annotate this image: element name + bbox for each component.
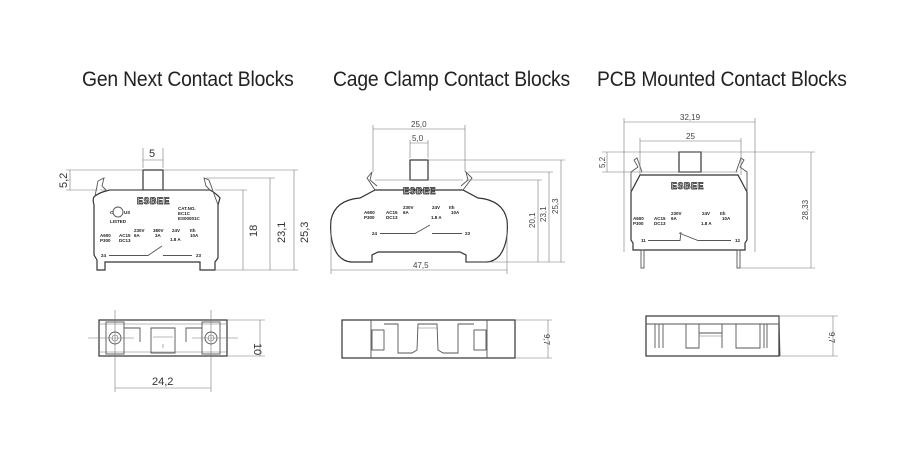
label-dc: DC13 <box>386 215 398 220</box>
label-v4: Ith <box>449 205 455 210</box>
dim-depth: 9,7 <box>827 332 836 344</box>
label-term-right: 23 <box>196 253 202 258</box>
label-rating-p: P300 <box>100 238 111 243</box>
nc-contact-symbol <box>380 224 462 234</box>
ul-us: US <box>124 210 130 215</box>
label-a3: 1.8 A <box>170 237 181 242</box>
gen-next-actuator <box>142 169 164 191</box>
gen-next-front-view: ESBEE C US LISTED CAT.NO. EC1C ES00001C … <box>58 148 311 271</box>
dim-h1: 20,1 <box>528 212 537 228</box>
label-a1: 6A <box>671 216 678 221</box>
title-gen-next: Gen Next Contact Blocks <box>82 68 294 91</box>
label-v3: 24V <box>702 211 710 216</box>
model-no: EC1C <box>178 211 191 216</box>
pcb-pin <box>736 249 741 269</box>
pcb-mounted-bottom-view: 9,7 <box>645 315 838 357</box>
label-v2: 380V <box>153 228 164 233</box>
label-term-right: 12 <box>735 238 741 243</box>
label-term-left: 24 <box>101 253 107 258</box>
nc-contact-symbol <box>109 245 192 256</box>
label-v1: 230V <box>671 211 682 216</box>
label-a4: 10A <box>190 233 199 238</box>
label-rating-p: P300 <box>633 221 644 226</box>
dim-overall-width: 32,19 <box>680 113 701 122</box>
ul-c: C <box>110 210 114 215</box>
dim-actuator-height: 5,2 <box>58 173 70 188</box>
pcb-pin <box>640 249 645 269</box>
gen-next-bottom-view: 24,2 10 <box>88 310 265 392</box>
dim-actuator-height: 5,2 <box>598 156 607 168</box>
pcb-body <box>630 174 748 251</box>
gen-next-right-clip <box>203 177 219 206</box>
cage-clamp-front-view: ESBEE A600 P300 AC15 DC13 230V 6A 24V 1.… <box>330 120 565 274</box>
label-v3: 24V <box>432 205 440 210</box>
nc-contact-symbol <box>648 231 731 241</box>
pcb-mounted-front-view: ESBEE A600 P300 AC15 DC13 230V 6A 24V 1.… <box>598 113 815 269</box>
dim-height-mid: 23,1 <box>276 222 288 243</box>
label-ac: AC15 <box>654 216 666 221</box>
dim-body-width: 25,0 <box>411 120 427 129</box>
dim-body-height: 18 <box>248 225 260 237</box>
dim-actuator-width: 5,0 <box>412 134 424 143</box>
dim-screw-pitch: 24,2 <box>152 376 173 388</box>
dim-body-width: 25 <box>686 132 695 141</box>
label-v3: 24V <box>172 228 180 233</box>
label-v4: Ith <box>190 228 196 233</box>
dim-actuator-width: 5 <box>149 148 155 160</box>
dim-depth: 9,7 <box>542 334 551 346</box>
label-v1: 230V <box>403 205 414 210</box>
gen-next-body <box>92 189 221 271</box>
label-ac: AC15 <box>119 233 131 238</box>
label-a3: 1.8 A <box>701 221 712 226</box>
dim-h3: 25,3 <box>551 198 560 214</box>
label-term-left: 11 <box>641 238 646 243</box>
cage-clamp-bottom-view: 9,7 <box>341 319 552 359</box>
label-rating-p: P300 <box>364 215 375 220</box>
label-a4: 10A <box>451 210 460 215</box>
cage-clamp-body <box>330 189 508 263</box>
label-rating-a: A600 <box>100 233 111 238</box>
pcb-actuator <box>678 151 702 173</box>
label-ac: AC15 <box>386 210 398 215</box>
label-a3: 1.8 A <box>431 215 442 220</box>
cat-no: CAT.NO. <box>178 206 196 211</box>
label-v1: 230V <box>134 228 145 233</box>
label-rating-a: A600 <box>633 216 644 221</box>
label-a4: 10A <box>722 216 731 221</box>
ul-listed: LISTED <box>110 219 127 224</box>
pcb-brand: ESBEE <box>671 181 704 191</box>
label-term-left: 24 <box>372 231 378 236</box>
gen-next-left-clip <box>94 177 107 197</box>
title-cage-clamp: Cage Clamp Contact Blocks <box>333 68 571 91</box>
ul-mark-icon <box>112 206 124 218</box>
label-v4: Ith <box>720 211 726 216</box>
label-a1: 6A <box>134 233 141 238</box>
dim-overall-width: 47,5 <box>413 261 429 270</box>
cage-clamp-actuator <box>409 159 429 181</box>
title-pcb-mounted: PCB Mounted Contact Blocks <box>597 68 847 91</box>
dim-depth: 10 <box>251 343 263 355</box>
dim-overall-height: 28,33 <box>801 199 810 220</box>
label-dc: DC13 <box>654 221 666 226</box>
dim-overall-height: 25,3 <box>299 222 311 243</box>
label-dc: DC13 <box>119 238 131 243</box>
dim-h2: 23,1 <box>539 206 548 222</box>
label-a2: 3A <box>155 233 162 238</box>
label-a1: 6A <box>403 210 410 215</box>
cage-clamp-brand: ESBEE <box>403 186 436 196</box>
label-term-right: 23 <box>465 231 471 236</box>
gen-next-brand: ESBEE <box>137 196 170 206</box>
product-code: ES00001C <box>178 216 201 221</box>
label-rating-a: A600 <box>364 210 375 215</box>
